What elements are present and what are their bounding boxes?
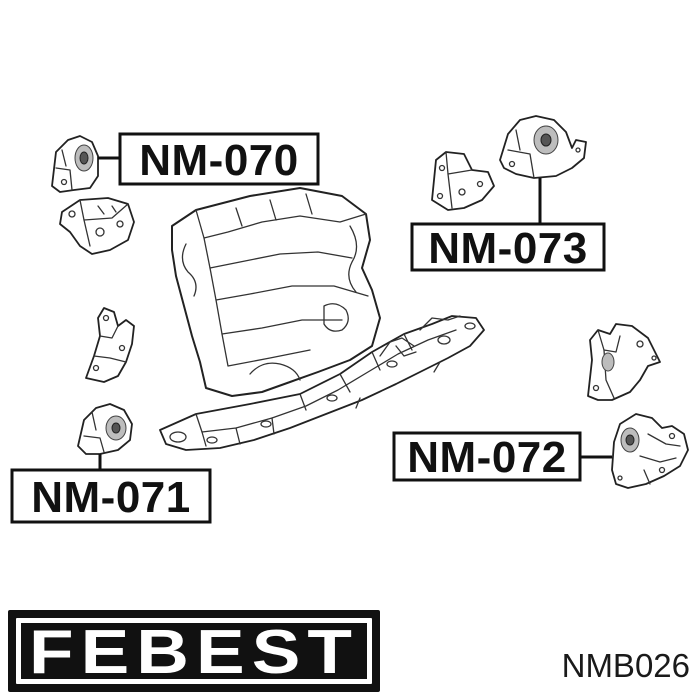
label-nm-072: NM-072: [392, 431, 582, 482]
label-nm-070-text: NM-070: [139, 136, 299, 185]
bracket-left-middle-drawing: [85, 307, 135, 383]
label-nm-071-text: NM-071: [31, 473, 191, 522]
label-nm-073-text: NM-073: [428, 224, 588, 273]
bracket-nm-070-drawing: [59, 197, 135, 255]
mount-nm-073-drawing: [499, 115, 587, 179]
bracket-nm-073-drawing: [431, 151, 495, 211]
label-nm-071: NM-071: [10, 468, 212, 524]
label-nm-070: NM-070: [118, 132, 320, 186]
febest-logo: FEBEST: [8, 610, 380, 692]
mount-nm-071-drawing: [77, 403, 133, 455]
engine-block-drawing: [171, 187, 381, 397]
subframe-crossmember-drawing: [159, 315, 485, 451]
bracket-right-middle-drawing: [587, 323, 661, 401]
label-nm-073: NM-073: [410, 222, 606, 273]
brand-logo-text: FEBEST: [29, 618, 359, 687]
product-code: NMB026: [562, 647, 690, 684]
mount-nm-072-drawing: [611, 413, 689, 489]
mount-nm-070-drawing: [51, 135, 99, 193]
label-nm-072-text: NM-072: [407, 433, 567, 482]
